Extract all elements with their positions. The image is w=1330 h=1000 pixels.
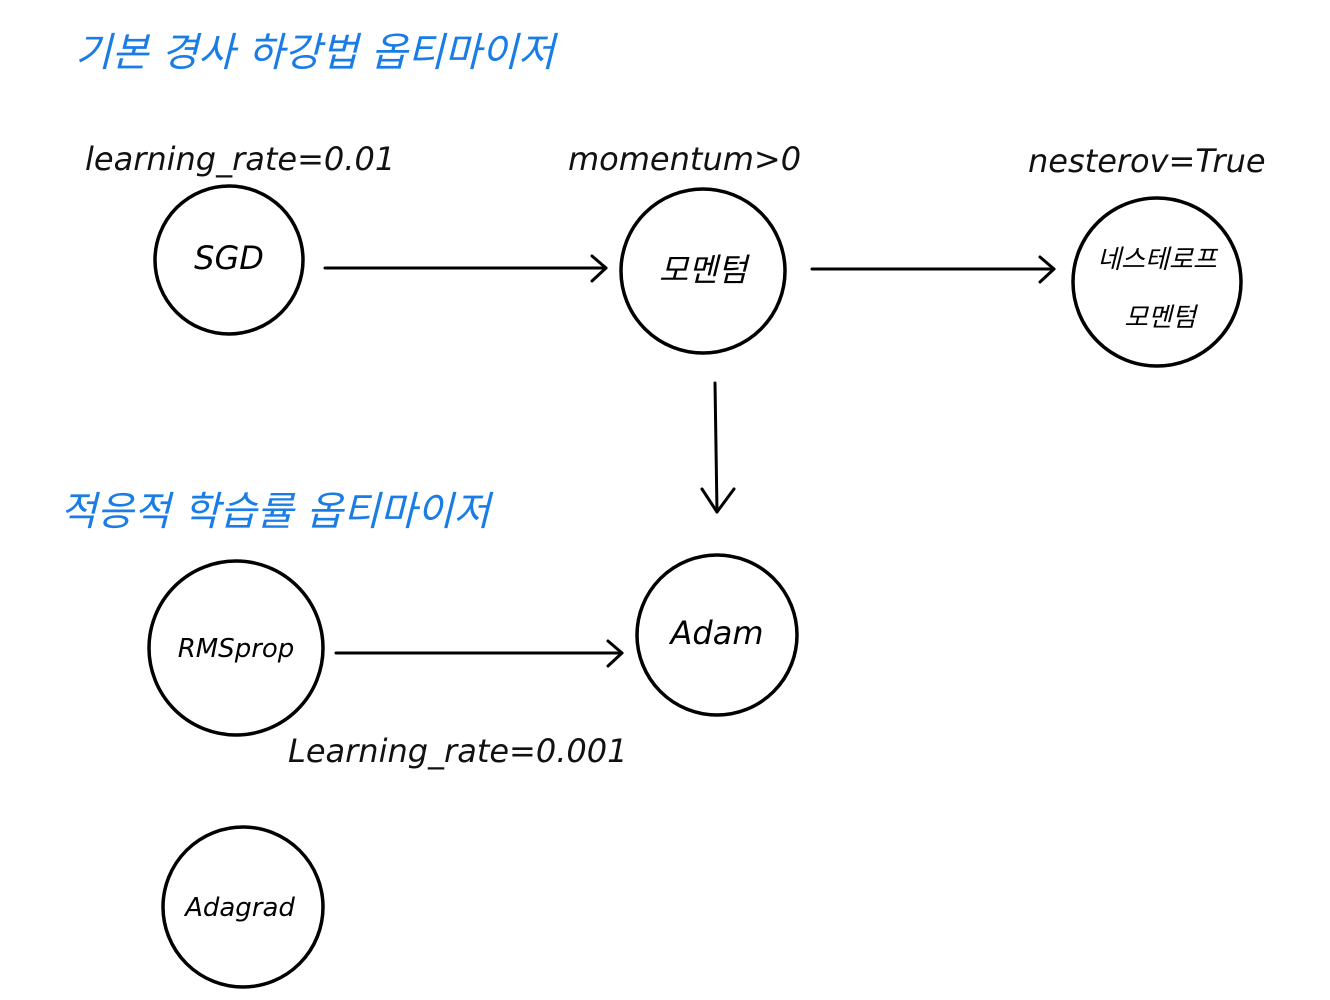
annotation-nesterov-condition: nesterov=True [1028, 142, 1266, 180]
node-sgd-label: SGD [194, 239, 264, 277]
node-nesterov-label-line1: 네스테로프 [1097, 245, 1219, 275]
node-momentum: 모멘텀 [619, 187, 787, 355]
node-rmsprop-label: RMSprop [178, 634, 295, 664]
node-momentum-label: 모멘텀 [659, 251, 751, 289]
annotation-momentum-condition: momentum>0 [568, 140, 801, 178]
annotation-rmsprop-learning-rate: Learning_rate=0.001 [288, 732, 627, 770]
node-nesterov-momentum: 네스테로프 모멘텀 [1071, 196, 1243, 368]
heading-basic-gradient-descent: 기본 경사 하강법 옵티마이저 [75, 30, 559, 76]
edge-rmsprop-to-adam [334, 639, 624, 668]
node-adagrad-label: Adagrad [183, 893, 295, 923]
annotation-sgd-learning-rate: learning_rate=0.01 [85, 140, 395, 178]
edge-sgd-to-momentum [323, 254, 608, 283]
node-nesterov-label-line2: 모멘텀 [1124, 303, 1199, 333]
heading-adaptive-learning-rate: 적응적 학습률 옵티마이저 [60, 489, 494, 535]
edge-momentum-to-adam [700, 381, 736, 514]
node-adam: Adam [635, 553, 799, 717]
node-sgd: SGD [153, 184, 305, 336]
node-adagrad: Adagrad [161, 825, 325, 989]
edge-momentum-to-nesterov [810, 255, 1056, 284]
node-adam-label: Adam [669, 614, 764, 652]
node-rmsprop: RMSprop [147, 559, 325, 737]
